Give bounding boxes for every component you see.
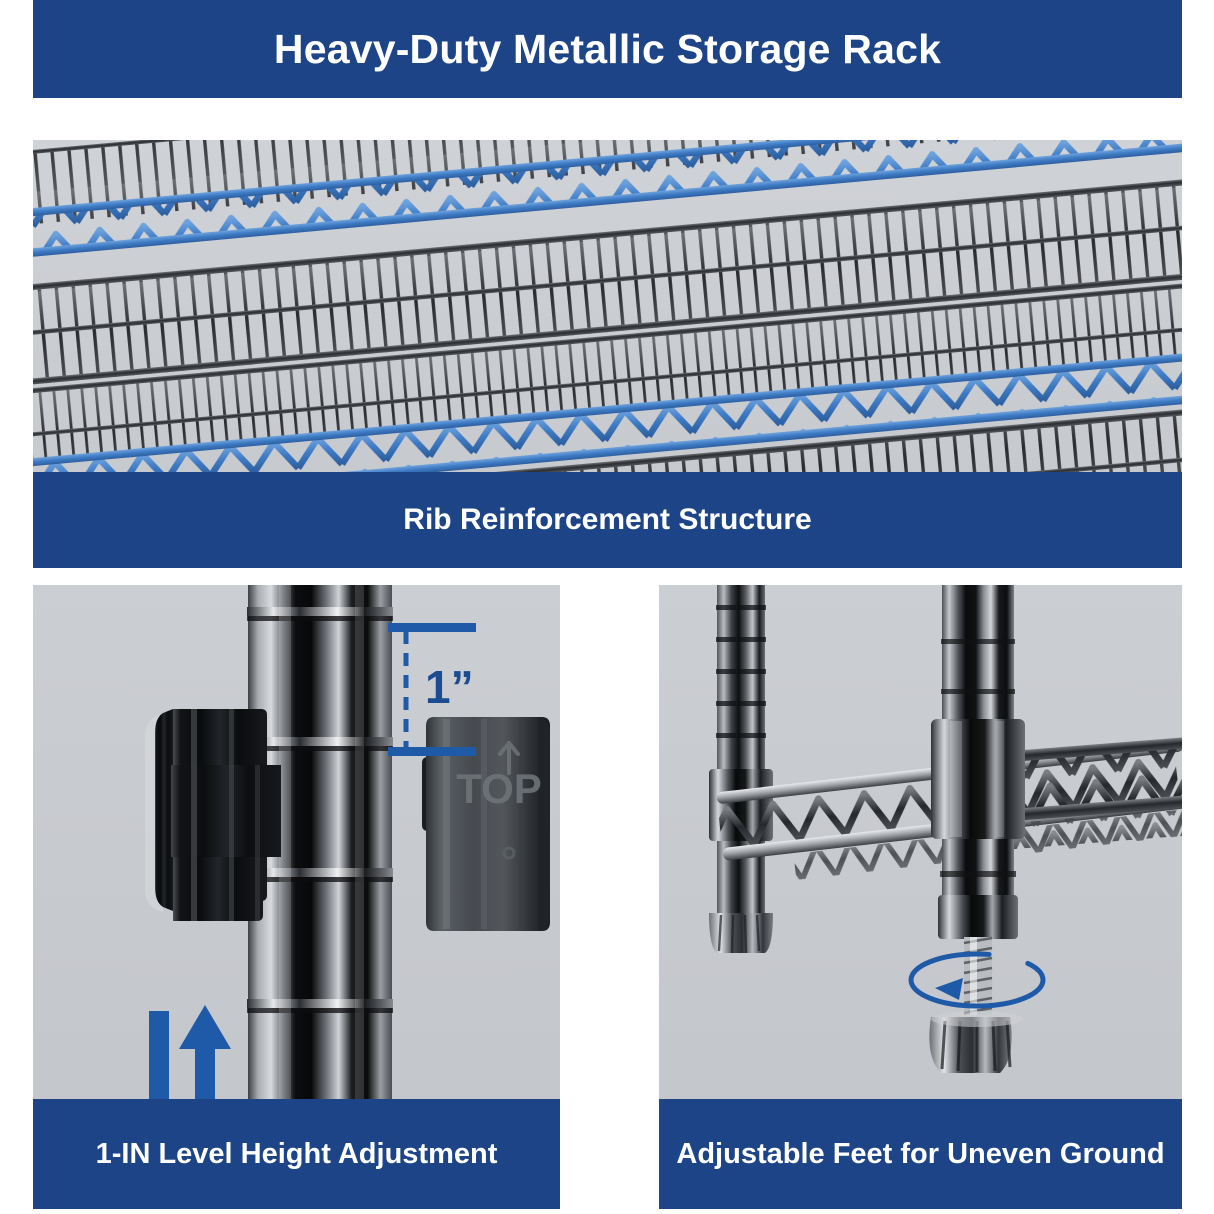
caption-text: 1-IN Level Height Adjustment [95, 1137, 498, 1170]
caption-text: Rib Reinforcement Structure [403, 503, 812, 536]
page-title: Heavy-Duty Metallic Storage Rack [273, 25, 942, 72]
caption-height-adjustment: 1-IN Level Height Adjustment [33, 1099, 560, 1209]
caption-rib-reinforcement: Rib Reinforcement Structure [33, 472, 1182, 568]
svg-text:1”: 1” [425, 661, 474, 713]
caption-adjustable-feet: Adjustable Feet for Uneven Ground [659, 1099, 1182, 1209]
caption-text: Adjustable Feet for Uneven Ground [676, 1137, 1165, 1170]
svg-text:TOP: TOP [456, 765, 542, 812]
title-banner: Heavy-Duty Metallic Storage Rack [33, 0, 1182, 98]
